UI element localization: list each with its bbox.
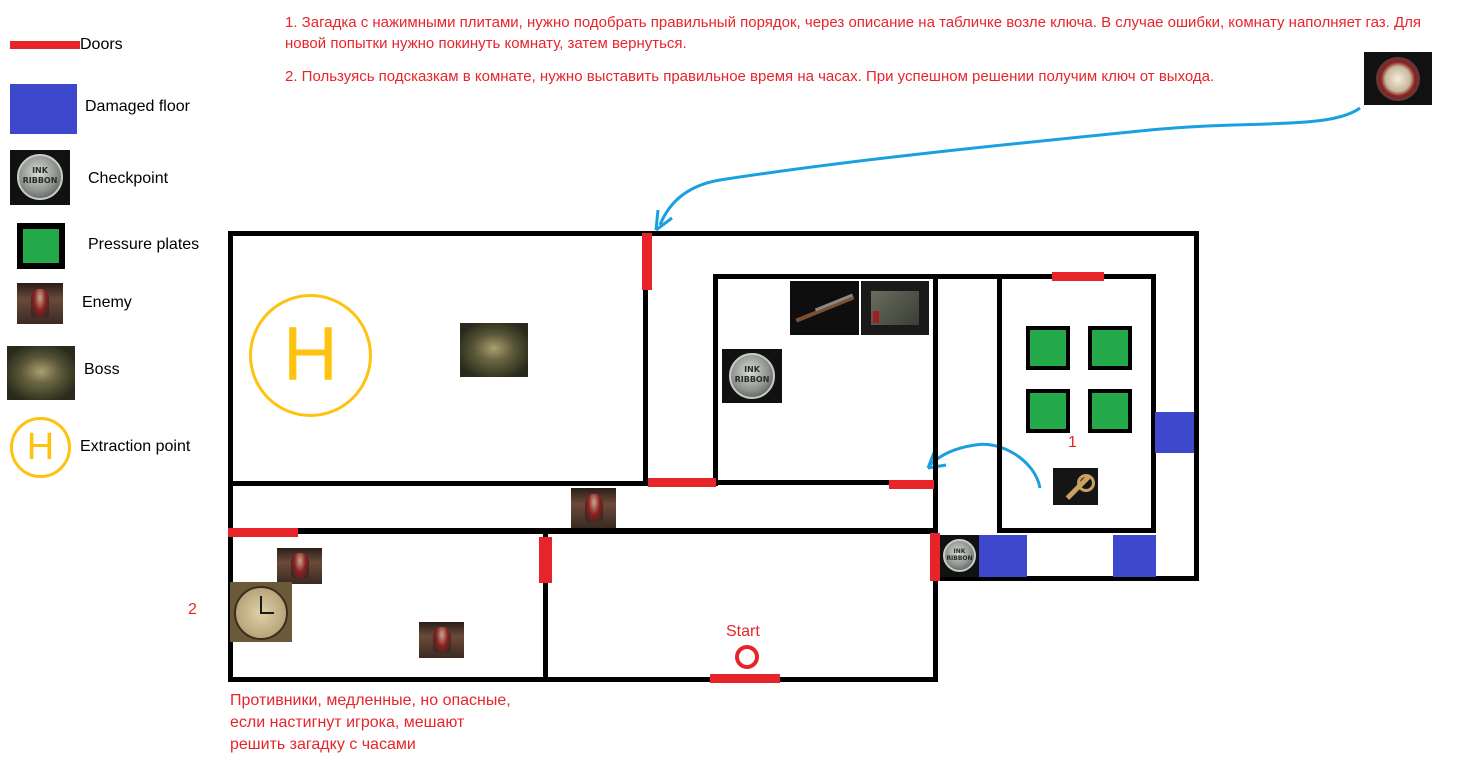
wall [1151,274,1156,532]
legend-boss-label: Boss [84,361,120,378]
wall [643,231,648,486]
wall [228,481,648,486]
puzzle-1-marker: 1 [1068,434,1077,451]
key-icon[interactable] [1053,468,1098,505]
wall [997,274,1002,532]
arrow-to-room-icon [928,442,1042,489]
legend-doors-label: Doors [80,36,123,53]
clock-icon[interactable] [230,582,292,642]
enemy-note-line: решить загадку с часами [230,736,416,753]
legend-checkpoint-icon: INK RIBBON [10,150,70,205]
legend-enemy-icon [17,283,63,324]
puzzle-2-marker: 2 [188,601,197,618]
enemy-note-line: Противники, медленные, но опасные, [230,692,511,709]
extraction-point-icon: H [249,294,372,417]
wall [713,274,718,486]
legend-enemy-label: Enemy [82,294,132,311]
checkpoint-icon: INK RIBBON [722,349,782,403]
wall [933,480,938,532]
legend-extraction-icon: H [10,417,71,478]
wall [933,528,938,682]
door[interactable] [539,537,552,583]
door[interactable] [930,533,940,581]
legend-damaged-floor-label: Damaged floor [85,98,190,115]
enemy-icon [277,548,322,584]
wall [997,528,1156,533]
wall [543,530,548,682]
pressure-plate[interactable] [1088,326,1132,370]
legend-checkpoint-label: Checkpoint [88,170,169,187]
wall [228,528,938,534]
wall [228,677,938,682]
legend-door-swatch [10,41,80,49]
wall [228,231,233,682]
door[interactable] [1052,272,1104,281]
legend-damaged-floor-swatch [10,84,77,134]
wall [228,231,1199,236]
door[interactable] [889,480,934,489]
wall [933,274,938,485]
damaged-floor [1113,535,1156,577]
enemy-icon [419,622,464,658]
damaged-floor [1155,412,1194,453]
pressure-plate[interactable] [1088,389,1132,433]
enemy-icon [571,488,616,528]
door[interactable] [648,478,716,487]
legend-extraction-point-label: Extraction point [80,438,191,455]
enemy-note: Противники, медленные, но опасные, если … [230,690,511,756]
door[interactable] [710,674,780,683]
wall [932,576,1199,581]
ammo-box-icon [861,281,929,335]
checkpoint-icon: INK RIBBON [940,535,979,577]
shotgun-icon [790,281,859,335]
ink-ribbon-icon: INK RIBBON [729,353,775,399]
boss-icon [460,323,528,377]
puzzle-note-2: 2. Пользуясь подсказкам в комнате, нужно… [285,68,1215,85]
enemy-note-line: если настигнут игрока, мешают [230,714,465,731]
damaged-floor [979,535,1027,577]
wall [1194,231,1199,581]
exit-key-medal-icon [1364,52,1432,105]
start-marker-icon [735,645,759,669]
legend-boss-icon [7,346,75,400]
pressure-plate[interactable] [1026,326,1070,370]
start-label: Start [726,623,760,640]
door[interactable] [642,233,652,290]
arrow-head-1 [654,209,673,232]
legend-pressure-plates-label: Pressure plates [88,236,200,253]
pressure-plate[interactable] [1026,389,1070,433]
legend-pressure-plate-swatch [17,223,65,269]
ink-ribbon-icon: INK RIBBON [943,539,976,572]
wall [713,480,938,485]
door[interactable] [228,528,298,537]
puzzle-note-1: 1. Загадка с нажимными плитами, нужно по… [285,14,1422,52]
arrow-to-door-icon [658,106,1361,226]
ink-ribbon-icon: INK RIBBON [17,154,63,200]
